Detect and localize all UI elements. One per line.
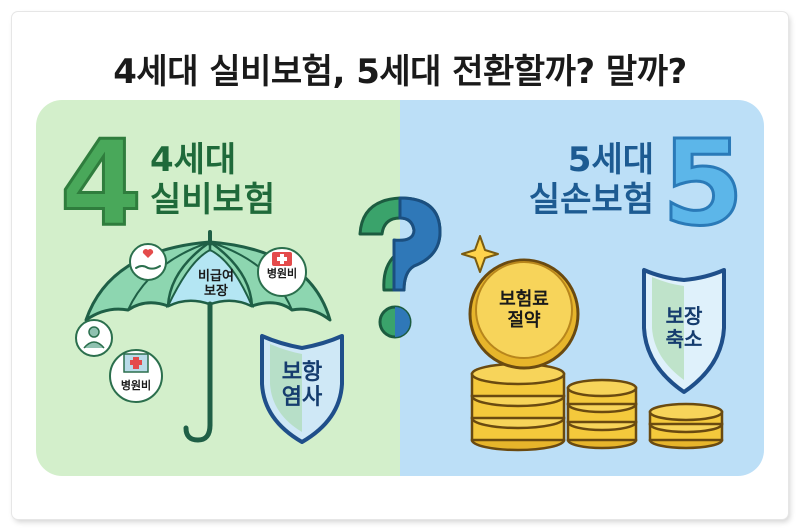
reduced-shield-line1: 보장 [665,304,703,328]
coverage-shield-label: 보항 염사 [272,360,332,411]
coverage-shield-line2: 염사 [281,385,323,411]
page-title: 4세대 실비보험, 5세대 전환할까? 말까? [113,52,687,92]
hospital-badge-bottom-label: 병원비 [120,379,152,392]
umbrella-label-line2: 보장 [204,283,228,299]
gen4-title-line1: 4세대 [150,140,237,180]
reduced-coverage-shield-label: 보장 축소 [652,305,716,351]
umbrella-label-line1: 비급여 [198,269,234,284]
gen4-title-line2: 실비보험 [150,180,276,220]
big-coin-line1: 보험료 [499,289,549,310]
gen4-title: 4세대 실비보험 [150,140,275,220]
gen5-title-line1: 5세대 [567,140,654,180]
gen5-panel: 5 5세대 실손보험 [400,100,764,476]
umbrella-label: 비급여 보장 [186,269,246,300]
hospital-badge-top-label: 병원비 [266,267,298,280]
gen4-big-number: 4 [58,114,143,252]
big-coin-line2: 절약 [507,309,541,331]
gen5-big-number: 5 [660,114,745,252]
coverage-shield-line1: 보항 [281,360,323,385]
comparison-panels: 4 4세대 실비보험 5 5세대 실손보험 [36,100,764,476]
gen5-title-line2: 실손보험 [528,180,654,220]
gen5-title: 5세대 실손보험 [529,140,654,220]
reduced-shield-line2: 축소 [665,327,703,351]
big-coin-label: 보험료 절약 [486,289,562,331]
